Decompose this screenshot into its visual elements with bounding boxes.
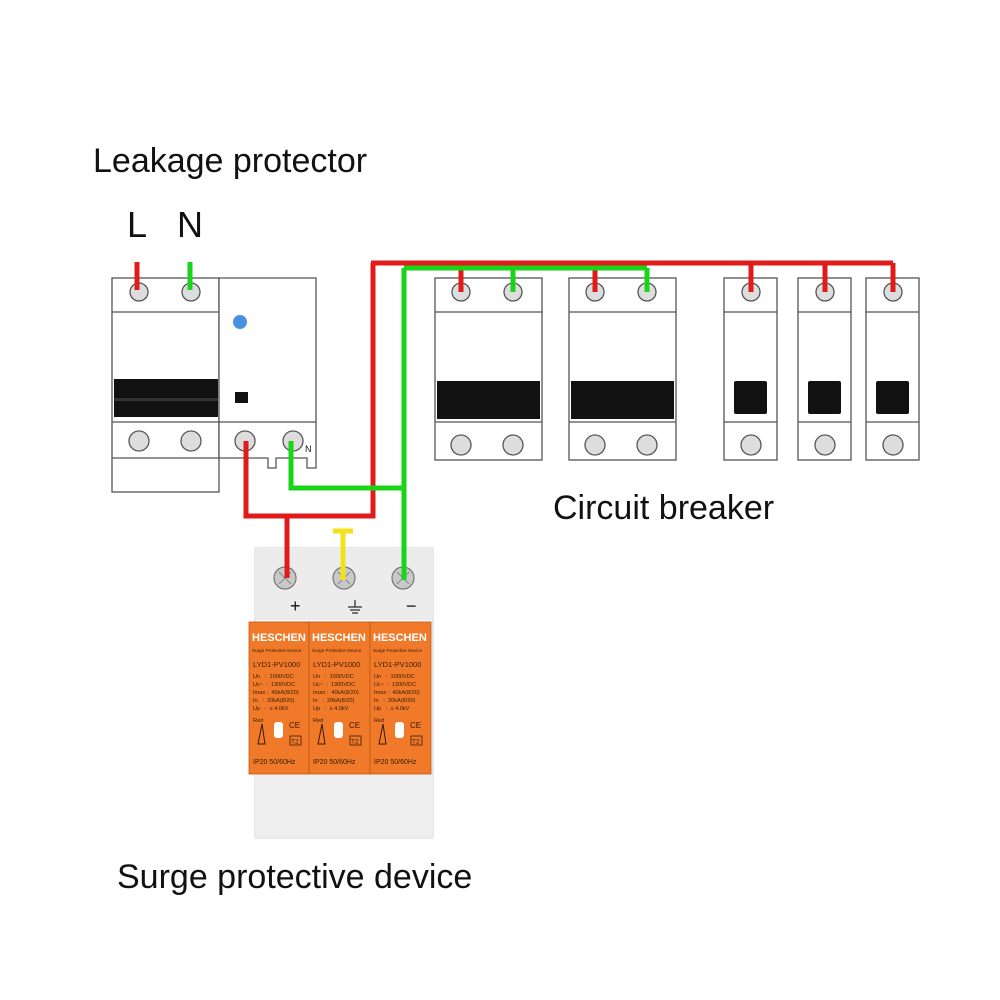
spd-spec: Imax : 40kA(8/20) — [313, 690, 359, 696]
spd-spec: Up : ≤ 4.0kV — [313, 706, 349, 712]
indicator-wedge-icon — [317, 723, 326, 745]
spd-spec: Uc~ : 1300VDC — [253, 682, 295, 688]
indicator-window — [395, 722, 404, 738]
surge-device-title: Surge protective device — [117, 858, 472, 896]
circuit-breakers — [434, 277, 920, 461]
ce-mark: CE — [349, 721, 360, 730]
test-indicator-icon — [233, 315, 247, 329]
leakage-protector-lever[interactable] — [114, 379, 218, 417]
spd-spec: Imax : 40kA(8/20) — [374, 690, 420, 696]
spd-type-badge: T2 — [412, 739, 420, 746]
spd-model: LYD1-PV1000 — [374, 660, 421, 669]
spd-minus-label: − — [406, 596, 417, 616]
spd-spec: Up : ≤ 4.0kV — [253, 706, 289, 712]
indicator-window — [274, 722, 283, 738]
spd-spec: In : 20kA(8/20) — [253, 698, 294, 704]
spd-spec: Imax : 40kA(8/20) — [253, 690, 299, 696]
ce-mark: CE — [289, 721, 300, 730]
spd-plus-label: + — [290, 596, 301, 616]
spd-spec: Up : ≤ 4.0kV — [374, 706, 410, 712]
spd-type-badge: T2 — [351, 739, 359, 746]
indicator-window — [334, 722, 343, 738]
spd-spec: Uc~ : 1300VDC — [374, 682, 416, 688]
spd-spec: Un : 1000VDC — [374, 674, 415, 680]
wires — [134, 260, 896, 580]
leakage-protector-title: Leakage protector — [93, 142, 367, 180]
spd-spec: In : 20kA(8/20) — [313, 698, 354, 704]
spd-spec: Uc~ : 1300VDC — [313, 682, 355, 688]
spd-model: LYD1-PV1000 — [313, 660, 360, 669]
spd-indicator-label: Red — [253, 718, 263, 724]
circuit-breaker-title: Circuit breaker — [553, 489, 774, 527]
spd-brand: HESCHEN — [252, 632, 306, 644]
spd-module-3: HESCHEN Surge Protective Device LYD1-PV1… — [369, 621, 432, 775]
spd-indicator-label: Red — [313, 718, 323, 724]
spd-model: LYD1-PV1000 — [253, 660, 300, 669]
spd-footer: IP20 50/60Hz — [313, 759, 356, 766]
rcd-terminal-n-label: N — [305, 444, 312, 454]
spd-spec: Un : 1000VDC — [253, 674, 294, 680]
breaker-levers[interactable] — [437, 381, 909, 419]
test-button[interactable] — [235, 392, 248, 403]
spd-spec: Un : 1000VDC — [313, 674, 354, 680]
spd-brand: HESCHEN — [312, 632, 366, 644]
spd-footer: IP20 50/60Hz — [374, 759, 417, 766]
neutral-wire-from-rcd — [288, 441, 405, 491]
spd-module-2: HESCHEN Surge Protective Device LYD1-PV1… — [308, 621, 371, 775]
line-label: L — [127, 204, 147, 245]
spd-type-badge: T2 — [291, 739, 299, 746]
ce-mark: CE — [410, 721, 421, 730]
spd-module-1: HESCHEN Surge Protective Device LYD1-PV1… — [248, 621, 310, 775]
neutral-label: N — [177, 204, 203, 245]
spd-indicator-label: Red — [374, 718, 384, 724]
indicator-wedge-icon — [257, 723, 266, 745]
indicator-wedge-icon — [378, 723, 387, 745]
ground-icon — [348, 600, 362, 614]
spd-subtitle: Surge Protective Device — [252, 648, 302, 653]
spd-brand: HESCHEN — [373, 632, 427, 644]
spd-footer: IP20 50/60Hz — [253, 759, 296, 766]
spd-spec: In : 20kA(8/20) — [374, 698, 415, 704]
surge-protective-device: + − HESCHEN Surge Protective Device LYD1… — [248, 547, 434, 839]
live-wire-to-spd — [243, 263, 376, 519]
spd-subtitle: Surge Protective Device — [312, 648, 362, 653]
spd-subtitle: Surge Protective Device — [373, 648, 423, 653]
